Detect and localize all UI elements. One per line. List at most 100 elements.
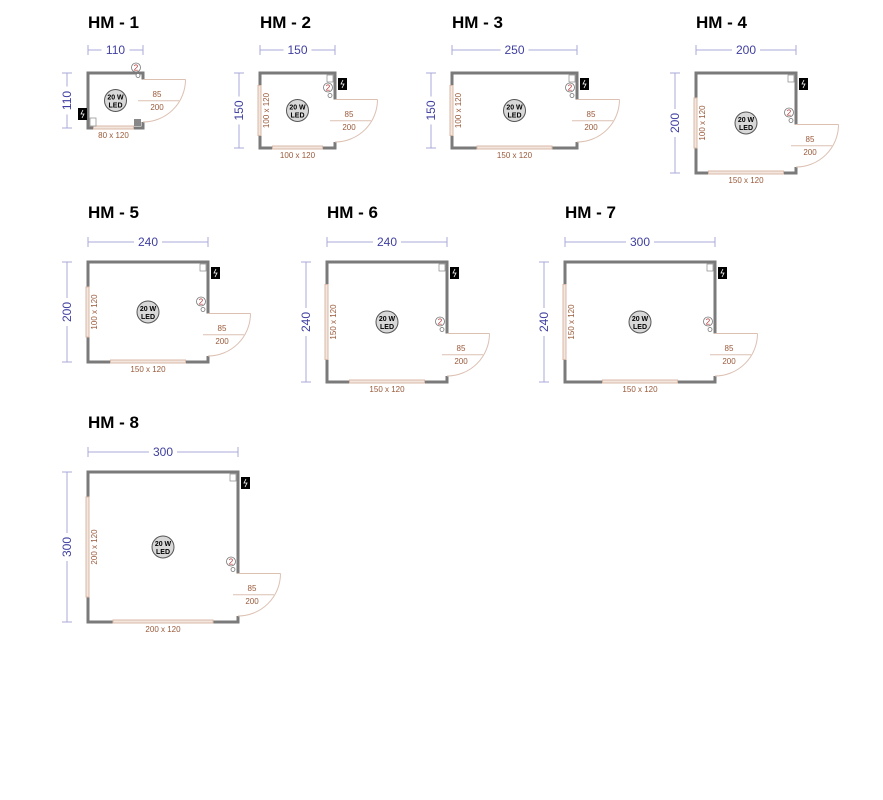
dimension-label-bg (537, 308, 551, 336)
lightning-icon (720, 268, 725, 278)
width-dimension-label: 150 (287, 43, 307, 57)
door-swing-arc (576, 99, 620, 143)
door-swing-arc (795, 124, 839, 168)
lightning-icon (582, 79, 587, 89)
door-width-label: 85 (218, 324, 227, 333)
bottom-window-label: 200 x 120 (145, 625, 181, 634)
light-bulb-icon (628, 310, 652, 334)
light-power-label: 20 W (107, 95, 124, 102)
lightning-icon (801, 79, 806, 89)
socket-icon (131, 62, 141, 73)
socket-icon (226, 556, 236, 567)
socket-count-label: 2 (326, 84, 331, 93)
left-window-label: 100 x 120 (454, 92, 463, 128)
door-height-label: 200 (245, 597, 259, 606)
vent-icon (706, 263, 714, 272)
vent-icon (438, 263, 446, 272)
lightning-icon (243, 478, 248, 488)
width-dimension-label: 110 (106, 43, 125, 57)
door-height-label: 200 (150, 103, 164, 112)
left-window (693, 97, 698, 149)
light-bulb-icon (104, 89, 127, 112)
left-window (85, 496, 90, 598)
vent-icon (568, 74, 576, 83)
left-window-label: 100 x 120 (698, 105, 707, 141)
bottom-window-label: 150 x 120 (728, 176, 764, 185)
width-dimension-label: 300 (630, 235, 650, 249)
height-dimension-label: 240 (299, 312, 313, 332)
door-height-label: 200 (215, 337, 229, 346)
width-dimension-label: 250 (504, 43, 524, 57)
bottom-window-label: 100 x 120 (280, 151, 316, 160)
light-type-label: LED (156, 549, 170, 556)
vent-icon (89, 117, 97, 127)
light-type-label: LED (380, 324, 394, 331)
socket-icon (435, 316, 445, 327)
plan-title: HM - 8 (88, 413, 139, 432)
dimension-label-bg (60, 298, 74, 326)
socket-icon (565, 82, 575, 93)
switch-icon (569, 93, 575, 98)
door-width-label: 85 (457, 344, 466, 353)
room-walls (86, 71, 145, 130)
door-width-label: 85 (725, 344, 734, 353)
left-window (562, 284, 567, 360)
plan-title: HM - 7 (565, 203, 616, 222)
bottom-window (110, 359, 186, 364)
plan-title: HM - 1 (88, 13, 139, 32)
left-window-label: 100 x 120 (90, 294, 99, 330)
bottom-window-label: 150 x 120 (369, 385, 405, 394)
door-width-label: 85 (248, 584, 257, 593)
bottom-window (93, 125, 134, 130)
bottom-window (602, 379, 678, 384)
socket-count-label: 2 (199, 298, 204, 307)
light-bulb-icon (375, 310, 399, 334)
light-power-label: 20 W (632, 316, 649, 323)
bottom-window-label: 80 x 120 (98, 131, 129, 140)
dimension-label-bg (149, 445, 177, 459)
dimension-label-bg (373, 235, 401, 249)
switch-icon (230, 567, 236, 572)
door-height-label: 200 (342, 123, 356, 132)
bottom-window (708, 170, 784, 175)
bottom-window-label: 150 x 120 (497, 151, 533, 160)
bottom-window (272, 145, 323, 150)
light-type-label: LED (633, 324, 647, 331)
socket-icon (703, 316, 713, 327)
door-height-label: 200 (584, 123, 598, 132)
light-power-label: 20 W (155, 541, 172, 548)
height-dimension-label: 150 (424, 100, 438, 120)
bottom-window-label: 150 x 120 (130, 365, 166, 374)
dimension-label-bg (60, 533, 74, 561)
socket-count-label: 2 (787, 109, 792, 118)
door-swing-arc (207, 313, 251, 357)
switch-icon (200, 307, 206, 312)
left-window-label: 100 x 120 (262, 92, 271, 128)
light-type-label: LED (739, 125, 753, 132)
light-bulb-icon (734, 111, 758, 135)
door-swing-arc (334, 99, 378, 143)
left-window (85, 286, 90, 338)
socket-count-label: 2 (229, 558, 234, 567)
bottom-window-label: 150 x 120 (622, 385, 658, 394)
door-swing-arc (237, 573, 281, 617)
light-type-label: LED (109, 103, 123, 110)
left-window (324, 284, 329, 360)
corner-post (134, 119, 141, 126)
light-bulb-icon (151, 535, 175, 559)
door-width-label: 85 (806, 135, 815, 144)
left-window (257, 85, 262, 136)
width-dimension-label: 240 (138, 235, 158, 249)
door-height-label: 200 (454, 357, 468, 366)
door-height-label: 200 (803, 148, 817, 157)
door-swing-arc (446, 333, 490, 377)
vent-icon (199, 263, 207, 272)
left-window-label: 150 x 120 (329, 304, 338, 340)
left-window (449, 85, 454, 136)
door-height-label: 200 (722, 357, 736, 366)
dimension-label-bg (283, 43, 312, 57)
